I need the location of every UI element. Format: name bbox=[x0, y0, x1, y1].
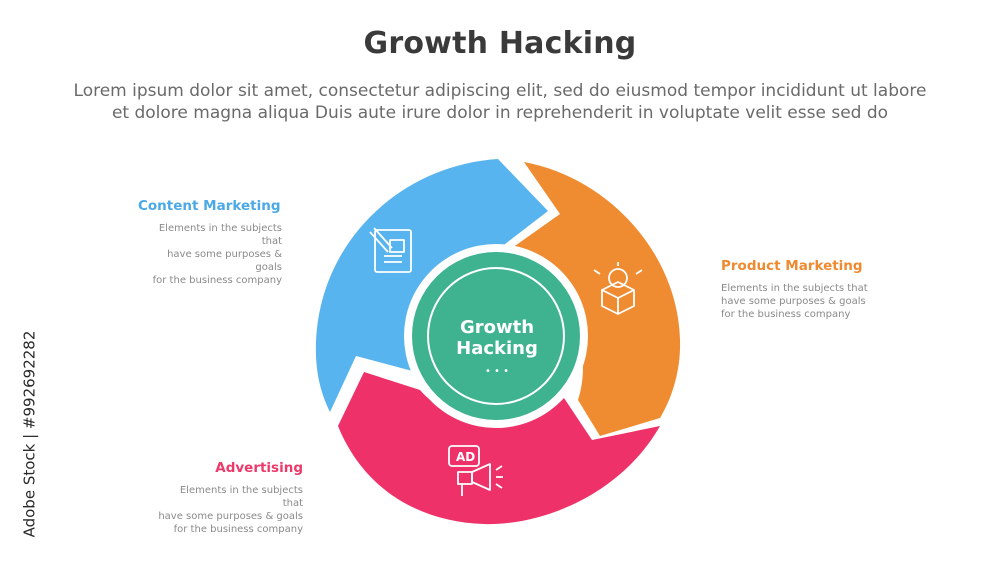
advertising-title: Advertising bbox=[215, 460, 303, 476]
desc-line: have some purposes & goals bbox=[721, 296, 866, 307]
label-product-marketing: Product Marketing Elements in the subjec… bbox=[721, 258, 881, 321]
center-title-line2: Hacking bbox=[456, 338, 538, 359]
segment-product-marketing bbox=[512, 162, 681, 436]
page-subtitle: Lorem ipsum dolor sit amet, consectetur … bbox=[40, 80, 960, 124]
center-inner-ring bbox=[427, 267, 565, 405]
content-marketing-desc: Elements in the subjects that have some … bbox=[138, 222, 282, 287]
ad-megaphone-icon: AD bbox=[448, 445, 503, 496]
center-circle bbox=[412, 252, 580, 420]
desc-line: Elements in the subjects that bbox=[721, 283, 868, 294]
page-title: Growth Hacking bbox=[363, 26, 637, 61]
subtitle-line-1: Lorem ipsum dolor sit amet, consectetur … bbox=[73, 81, 927, 101]
label-content-marketing: Content Marketing Elements in the subjec… bbox=[138, 198, 282, 287]
product-marketing-title: Product Marketing bbox=[721, 258, 863, 274]
document-pen-icon bbox=[369, 227, 412, 273]
stock-watermark: Adobe Stock | #992692282 bbox=[20, 330, 39, 538]
subtitle-line-2: et dolore magna aliqua Duis aute irure d… bbox=[111, 103, 889, 123]
center-title-line1: Growth bbox=[460, 317, 534, 338]
product-marketing-desc: Elements in the subjects that have some … bbox=[721, 282, 881, 321]
desc-line: for the business company bbox=[152, 275, 282, 286]
desc-line: for the business company bbox=[173, 524, 303, 535]
desc-line: have some purposes & goals bbox=[167, 249, 282, 273]
desc-line: Elements in the subjects that bbox=[179, 485, 303, 509]
product-box-gear-icon bbox=[593, 262, 643, 315]
desc-line: for the business company bbox=[721, 309, 851, 320]
svg-text:AD: AD bbox=[456, 450, 475, 464]
advertising-desc: Elements in the subjects that have some … bbox=[158, 484, 303, 536]
label-advertising: Advertising Elements in the subjects tha… bbox=[158, 460, 303, 536]
desc-line: have some purposes & goals bbox=[158, 511, 303, 522]
content-marketing-title: Content Marketing bbox=[138, 198, 281, 214]
segment-advertising bbox=[338, 372, 660, 525]
center-dots: • • • bbox=[485, 366, 509, 377]
desc-line: Elements in the subjects that bbox=[158, 223, 282, 247]
